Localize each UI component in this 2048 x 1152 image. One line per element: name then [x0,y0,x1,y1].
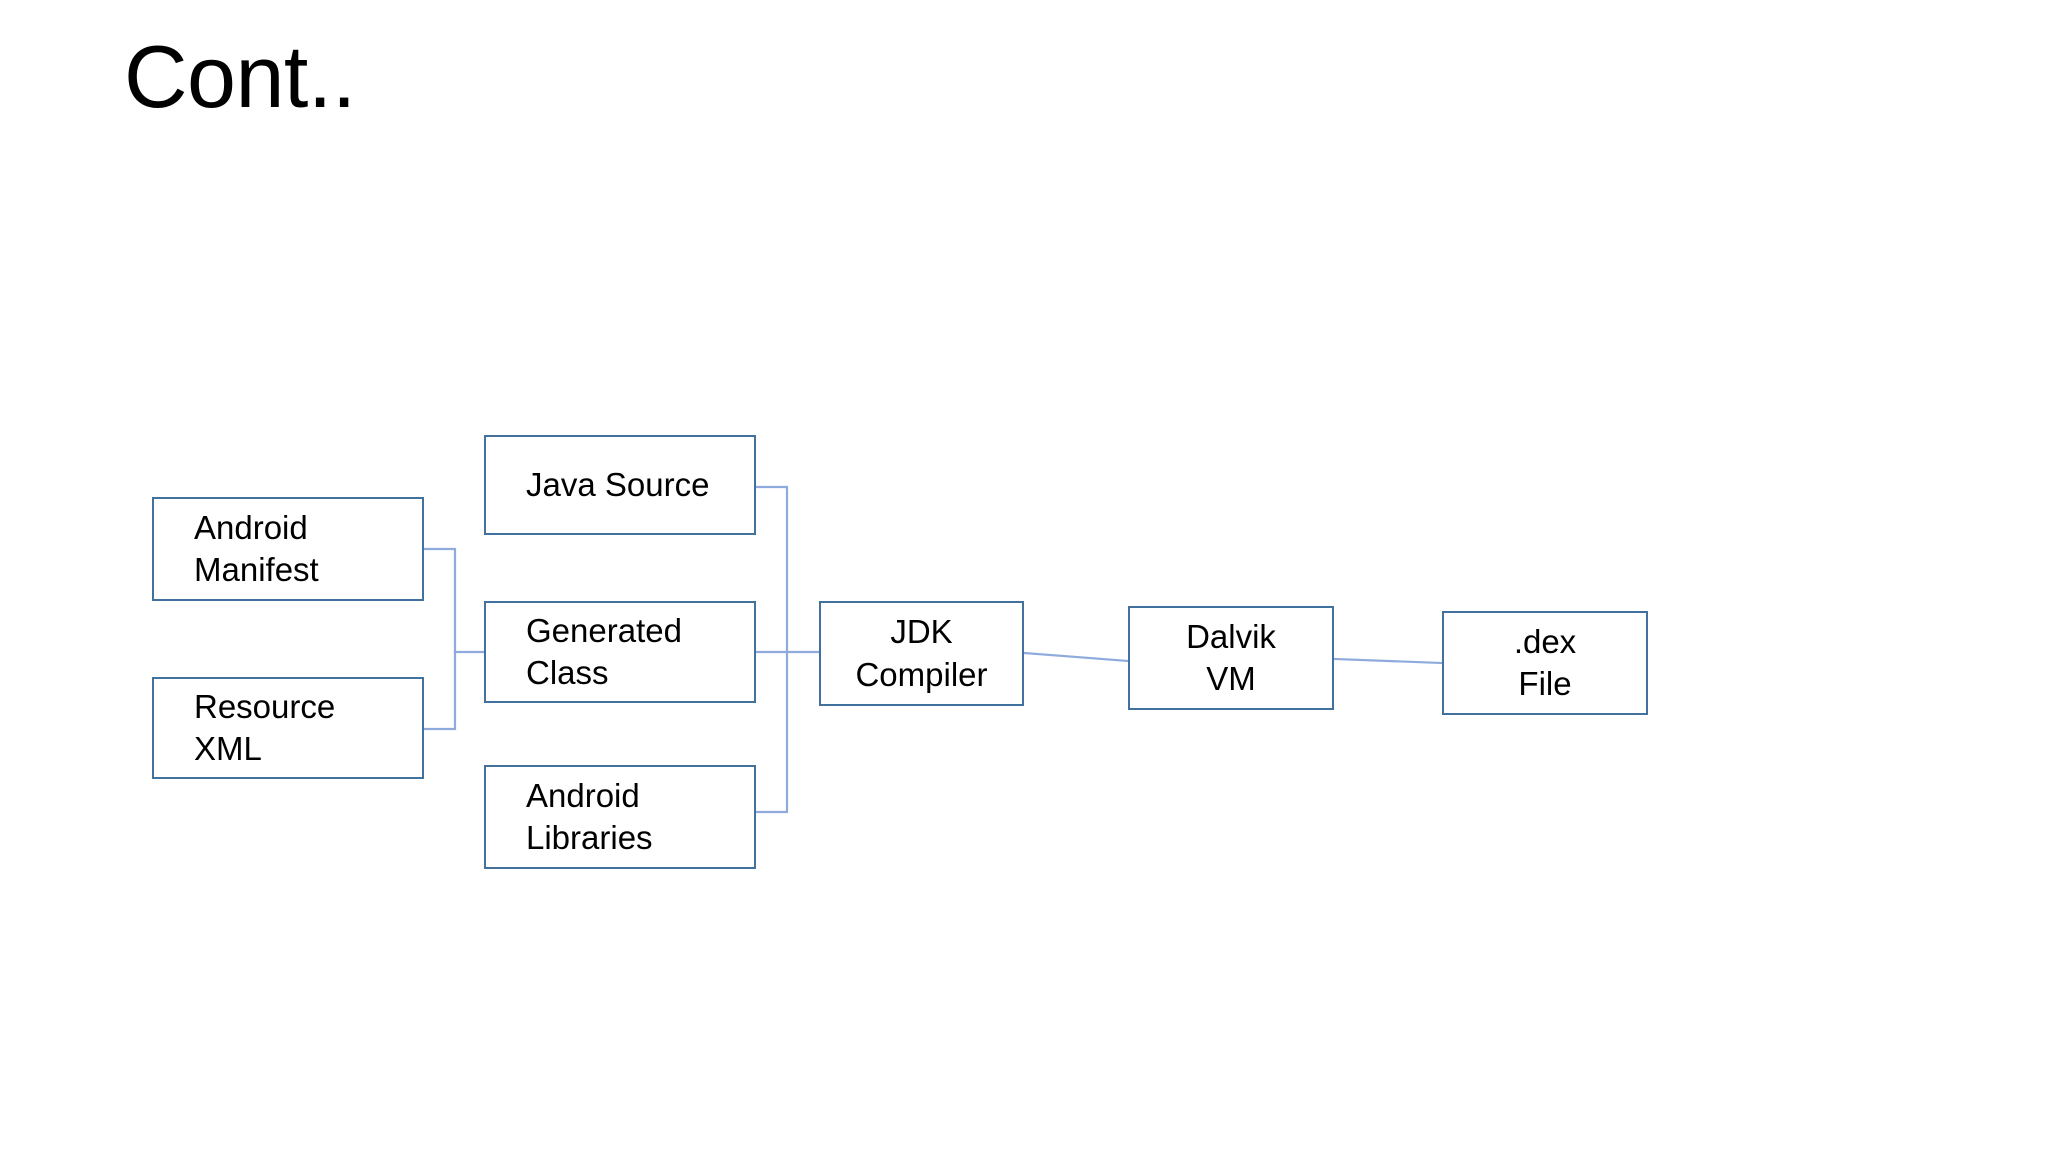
node-generated-class-label: Generated Class [526,611,682,691]
connector-android-libraries-to-trunk [754,650,789,814]
node-dex-file[interactable]: .dex File [1442,611,1648,715]
connector-java-source-to-trunk [754,485,789,654]
node-resource-xml-label: Resource XML [194,687,336,767]
connector-resource-to-trunk [422,650,457,731]
connector-jdk-compiler-to-dalvik-vm [1022,651,1130,663]
node-jdk-compiler-label: JDK Compiler [855,613,988,693]
node-android-libraries[interactable]: Android Libraries [484,765,756,869]
node-resource-xml[interactable]: Resource XML [152,677,424,779]
node-android-libraries-label: Android Libraries [526,776,653,856]
page-title: Cont.. [124,27,356,126]
connector-dalvik-vm-to-dex-file [1332,657,1444,665]
connector-manifest-to-trunk [422,547,457,654]
node-dalvik-vm[interactable]: Dalvik VM [1128,606,1334,710]
node-android-manifest-label: Android Manifest [194,508,319,588]
node-jdk-compiler[interactable]: JDK Compiler [819,601,1024,706]
node-generated-class[interactable]: Generated Class [484,601,756,703]
node-android-manifest[interactable]: Android Manifest [152,497,424,601]
node-dex-file-label: .dex File [1513,622,1577,702]
node-java-source-label: Java Source [526,465,710,503]
node-java-source[interactable]: Java Source [484,435,756,535]
node-dalvik-vm-label: Dalvik VM [1186,617,1276,697]
